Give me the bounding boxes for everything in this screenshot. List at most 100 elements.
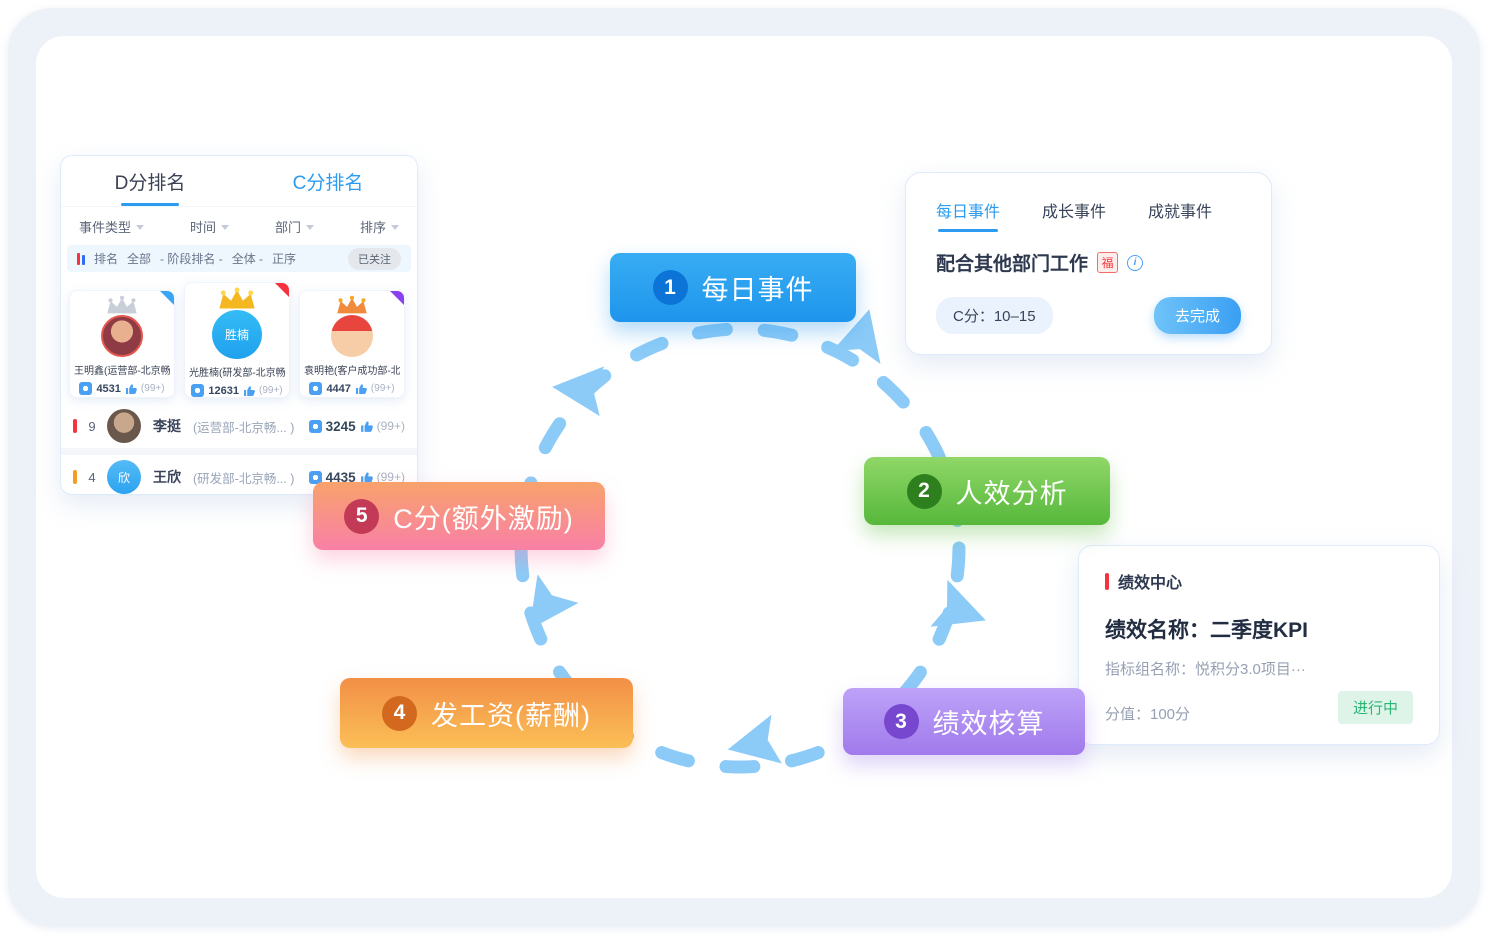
crown-icon-silver [107, 295, 137, 314]
member-stats: 4531 (99+) [79, 382, 165, 395]
filter-sort[interactable]: 排序 [360, 217, 399, 236]
member-stats: 12631 (99+) [191, 384, 283, 397]
followed-chip[interactable]: 已关注 [348, 247, 401, 270]
rank-number: 9 [88, 418, 96, 434]
corner-ribbon-red [274, 283, 289, 298]
avatar: 欣 [107, 460, 141, 494]
performance-center-label: 绩效中心 [1118, 575, 1183, 592]
member-department: (运营部-北京畅... ) [193, 420, 295, 435]
tab-label: D分排名 [114, 172, 186, 194]
step-2-efficiency-analysis: 2 人效分析 [864, 457, 1110, 525]
member-department: (研发部-北京畅... ) [193, 471, 295, 486]
filter-label: 部门 [274, 219, 301, 235]
rank-flag-icon [77, 252, 85, 265]
step-label: 人效分析 [955, 478, 1068, 509]
thumbs-up-icon [243, 385, 255, 396]
rank-number: 4 [88, 469, 96, 485]
subfilter-all[interactable]: 全部 [127, 252, 152, 266]
subfilter-order[interactable]: 正序 [272, 252, 297, 266]
thumbs-up-icon [355, 383, 367, 394]
filter-row: 事件类型 时间 部门 排序 [61, 207, 417, 245]
avatar [107, 409, 141, 443]
step-label: 每日事件 [701, 275, 814, 305]
filter-department[interactable]: 部门 [275, 217, 314, 236]
likes-count: (99+) [376, 470, 405, 484]
filter-label: 事件类型 [79, 219, 132, 235]
d-score-icon [79, 382, 93, 395]
active-tab-underline [938, 229, 998, 232]
performance-header: 绩效中心 [1105, 569, 1413, 593]
daily-event-card: 每日事件 成长事件 成就事件 配合其他部门工作 福 i C分：10–15 去完成 [905, 172, 1272, 355]
fortune-badge: 福 [1097, 252, 1119, 273]
likes-count: (99+) [376, 419, 405, 433]
d-score-icon [191, 384, 205, 397]
d-score-icon [308, 419, 322, 433]
event-tabs: 每日事件 成长事件 成就事件 [936, 198, 1241, 232]
row-separator [61, 448, 417, 455]
step-1-daily-events: 1 每日事件 [610, 253, 856, 322]
member-name: 王明鑫(运营部-北京畅... [74, 366, 170, 377]
performance-title: 绩效名称：二季度KPI [1105, 619, 1309, 642]
member-stats: 4447 (99+) [309, 382, 395, 395]
tab-d-score-ranking[interactable]: D分排名 [61, 156, 239, 206]
tab-daily-events[interactable]: 每日事件 [936, 198, 1000, 232]
avatar [331, 315, 373, 357]
rank-bar-orange [73, 470, 77, 484]
filter-label: 时间 [189, 219, 216, 235]
crown-icon-bronze [337, 295, 367, 314]
filter-time[interactable]: 时间 [190, 217, 229, 236]
step-number-badge: 4 [382, 695, 417, 731]
member-name: 光胜楠(研发部-北京畅... [189, 368, 285, 379]
thumbs-up-icon [125, 383, 137, 394]
step-number-badge: 5 [344, 498, 380, 534]
tab-label: 成长事件 [1042, 204, 1107, 221]
step-number-badge: 1 [652, 270, 688, 305]
top3-podium: 王明鑫(运营部-北京畅... 4531 (99+) 胜楠 光胜楠(研发部- [61, 272, 417, 404]
avatar [101, 315, 143, 357]
tab-label: 成就事件 [1148, 204, 1213, 221]
step-label: C分(额外激励) [393, 503, 574, 534]
section-marker [1105, 572, 1109, 590]
ranking-tabs: D分排名 C分排名 [61, 156, 417, 207]
score-value: 3245 [325, 418, 356, 434]
step-label: 发工资(薪酬) [431, 700, 591, 731]
step-3-performance-accounting: 3 绩效核算 [843, 688, 1085, 755]
subfilter-everyone[interactable]: 全体 - [231, 252, 264, 266]
thumbs-up-icon [360, 421, 373, 432]
member-name: 袁明艳(客户成功部-北... [304, 366, 400, 377]
filter-label: 排序 [359, 219, 386, 235]
ranking-row[interactable]: 9 李挺 (运营部-北京畅... ) 3245 (99+) [61, 404, 417, 448]
info-icon[interactable]: i [1127, 254, 1144, 271]
podium-card-1st[interactable]: 胜楠 光胜楠(研发部-北京畅... 12631 (99+) [184, 282, 290, 398]
performance-footer: 分值：100分 进行中 [1105, 691, 1413, 724]
chevron-down-icon [305, 224, 314, 230]
member-stats: 3245 (99+) [308, 418, 405, 434]
podium-card-3rd[interactable]: 袁明艳(客户成功部-北... 4447 (99+) [299, 290, 405, 398]
chevron-down-icon [221, 224, 229, 230]
go-complete-button[interactable]: 去完成 [1153, 297, 1241, 334]
likes-count: (99+) [258, 385, 283, 396]
likes-count: (99+) [370, 383, 395, 394]
corner-ribbon-blue [159, 291, 174, 306]
chevron-down-icon [136, 224, 145, 230]
tab-achievement-events[interactable]: 成就事件 [1148, 198, 1212, 232]
likes-count: (99+) [140, 383, 165, 394]
d-score-icon [308, 470, 322, 484]
podium-card-2nd[interactable]: 王明鑫(运营部-北京畅... 4531 (99+) [69, 290, 175, 398]
corner-ribbon-purple [389, 291, 404, 306]
ranking-card: D分排名 C分排名 事件类型 时间 部门 排序 排名 [60, 155, 418, 495]
ranking-row[interactable]: 4 欣 王欣 (研发部-北京畅... ) 4435 (99+) [61, 455, 417, 494]
tab-label: 每日事件 [936, 204, 1001, 221]
member-name: 王欣 [153, 469, 181, 485]
thumbs-up-icon [360, 472, 373, 483]
filter-event-type[interactable]: 事件类型 [79, 217, 145, 236]
subfilter-stage[interactable]: - 阶段排名 - [160, 252, 223, 266]
tab-c-score-ranking[interactable]: C分排名 [239, 156, 417, 206]
step-label: 绩效核算 [932, 709, 1045, 739]
score-value: 12631 [208, 384, 239, 397]
rank-bar-red [73, 419, 77, 433]
tab-growth-events[interactable]: 成长事件 [1042, 198, 1106, 232]
event-footer: C分：10–15 去完成 [936, 297, 1241, 334]
status-badge: 进行中 [1337, 691, 1413, 724]
